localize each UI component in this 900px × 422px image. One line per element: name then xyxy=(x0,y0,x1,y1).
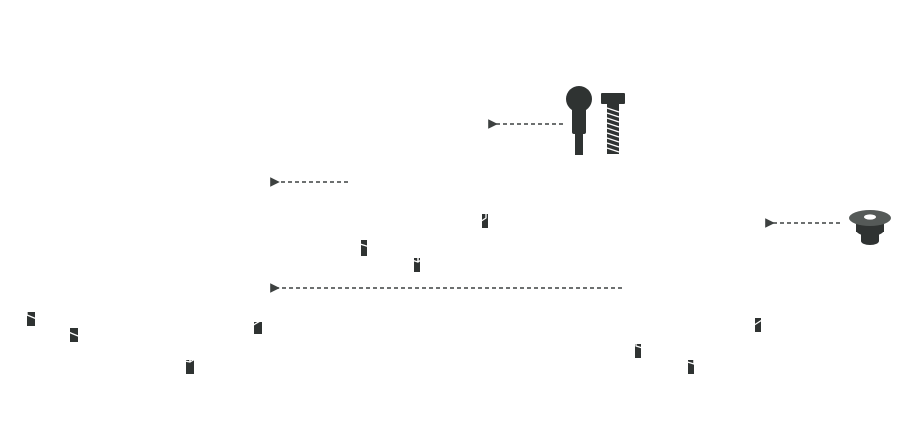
upper-cabinet-seam-mid xyxy=(359,159,419,177)
machine-left-box-front xyxy=(26,117,101,346)
cabinet-leg xyxy=(688,360,694,374)
bushing-bore xyxy=(864,214,876,220)
machine-internal-gear xyxy=(203,205,233,235)
machine-lower-front xyxy=(99,249,191,363)
flanged-bushing-part xyxy=(849,210,891,245)
machine-internal-column xyxy=(228,171,238,231)
upper-cabinet-seam-top xyxy=(362,97,416,111)
upper-cabinet-top xyxy=(359,21,487,105)
cabinet-leg xyxy=(635,344,641,358)
ball-stud-head xyxy=(566,86,592,112)
upper-cabinet-front xyxy=(359,87,419,263)
lower-cabinet-front xyxy=(635,189,695,365)
upper-cabinet-side xyxy=(417,37,487,263)
machine-window xyxy=(39,159,77,201)
machine-hood-front-left xyxy=(99,111,166,259)
machine-side-shelf-top xyxy=(9,225,101,253)
ball-stud-pin xyxy=(575,132,583,155)
bolt-hex-head xyxy=(601,93,625,104)
main-machine xyxy=(9,85,263,374)
flow-arrows xyxy=(270,119,840,293)
lower-cabinet-seam-top xyxy=(638,199,692,213)
machine-left-box-top xyxy=(26,85,166,151)
lower-cabinet-top xyxy=(635,123,763,207)
cabinet-leg xyxy=(755,318,761,332)
bushing-shank-body xyxy=(861,232,879,241)
machine-door-seam xyxy=(26,249,101,263)
machine-leg xyxy=(254,322,262,334)
lower-cabinet-unit xyxy=(635,123,763,374)
cabinet-leg xyxy=(482,214,488,228)
machine-hood-rail-side xyxy=(189,184,251,201)
machine-leg xyxy=(27,312,35,326)
lower-cabinet-window xyxy=(726,201,745,246)
lower-cabinet-side xyxy=(693,139,763,365)
machine-hood-side xyxy=(187,124,263,263)
machine-lower-side xyxy=(189,227,263,363)
cabinet-leg xyxy=(361,240,367,256)
cabinet-leg xyxy=(414,258,420,272)
bolt-thread xyxy=(606,107,620,153)
bolt-part xyxy=(601,93,625,154)
upper-cabinet-unit xyxy=(359,21,488,272)
upper-cabinet-window xyxy=(452,99,471,144)
ball-stud-neck xyxy=(572,108,586,134)
machine-hood-rail xyxy=(107,179,191,201)
lower-cabinet-seam-mid xyxy=(635,261,695,279)
machine-hood xyxy=(99,111,263,261)
ball-stud-part xyxy=(566,86,592,155)
machine-leg xyxy=(186,360,194,374)
